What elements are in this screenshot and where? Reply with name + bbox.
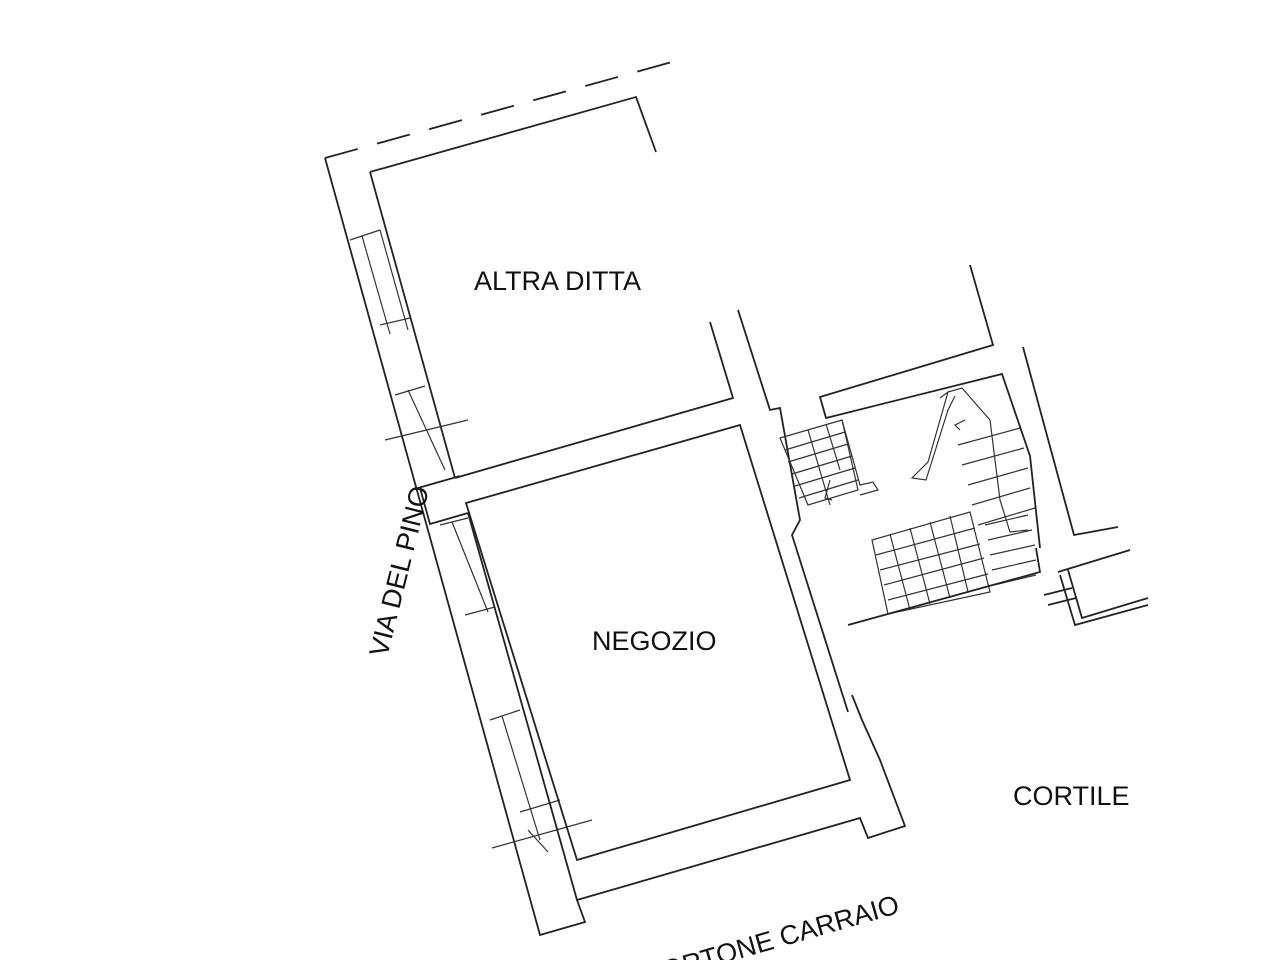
- label-negozio: NEGOZIO: [592, 626, 717, 656]
- corridor-wall-3: [1022, 346, 1119, 537]
- stair-1: [779, 419, 859, 506]
- outer-wall-west: [324, 157, 907, 937]
- stair-2: [947, 387, 1036, 533]
- window-upper: [349, 229, 411, 335]
- corridor-south-wall: [847, 547, 1042, 626]
- negozio-outer-east: [467, 512, 578, 901]
- label-portone-carraio: PORTONE CARRAIO: [641, 889, 902, 960]
- window-lower-1: [439, 517, 496, 616]
- corridor-wall-1: [737, 309, 849, 713]
- altra-ditta-room: [454, 321, 735, 479]
- window-middle: [384, 385, 469, 471]
- window-lower-2: [489, 709, 593, 853]
- label-altra-ditta: ALTRA DITTA: [474, 266, 641, 296]
- altra-ditta-south-wall-outer: [417, 475, 469, 526]
- stair-2-handrail: [910, 390, 956, 481]
- east-annex: [1043, 549, 1149, 627]
- label-cortile: CORTILE: [1013, 781, 1130, 811]
- label-via-del-pino: VIA DEL PINO: [364, 483, 435, 660]
- inner-wall-west: [369, 171, 456, 479]
- top-wall-inner: [369, 95, 657, 173]
- negozio-room: [464, 423, 852, 862]
- property-boundary-dashed: [324, 61, 673, 159]
- stair-1-rail: [841, 419, 879, 496]
- corridor-wall-2: [818, 264, 1041, 549]
- stair-3: [871, 511, 1037, 615]
